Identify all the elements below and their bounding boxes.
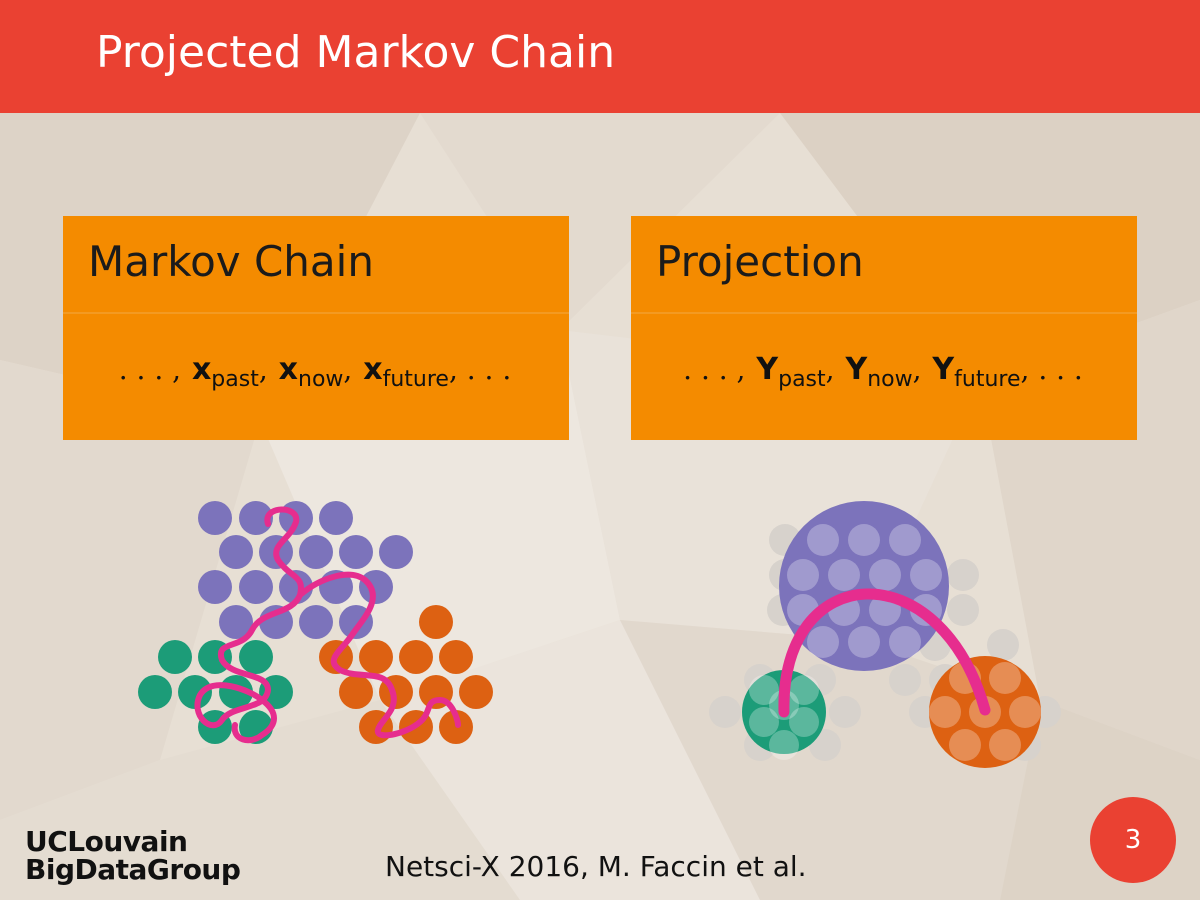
ghost-node xyxy=(947,559,979,591)
subscript-past: past xyxy=(211,367,259,392)
purple-node xyxy=(299,605,333,639)
title-bar: Projected Markov Chain xyxy=(0,0,1200,113)
projection-title: Projection xyxy=(656,237,864,286)
green-inner-node xyxy=(789,707,819,737)
footer-citation: Netsci-X 2016, M. Faccin et al. xyxy=(385,850,807,883)
orange-inner-node xyxy=(989,662,1021,694)
orange-inner-node xyxy=(929,696,961,728)
orange-node xyxy=(419,605,453,639)
orange-node xyxy=(459,675,493,709)
projected-variable: Y xyxy=(756,352,779,387)
orange-node xyxy=(359,640,393,674)
subscript-now: now xyxy=(298,367,344,392)
ghost-node xyxy=(709,696,741,728)
markov-chain-sequence: . . . , xpast, xnow, xfuture, . . . xyxy=(118,352,512,392)
subscript-past: past xyxy=(778,367,826,392)
ghost-node xyxy=(829,696,861,728)
green-inner-node xyxy=(789,675,819,705)
ghost-node xyxy=(987,629,1019,661)
projection-sequence: . . . , Ypast, Ynow, Yfuture, . . . xyxy=(683,352,1083,392)
orange-node xyxy=(339,675,373,709)
purple-inner-node xyxy=(889,626,921,658)
ucl-logo: UCLouvain BigDataGroup xyxy=(25,825,241,886)
green-node xyxy=(178,675,212,709)
page-number-badge: 3 xyxy=(1090,797,1176,883)
purple-cluster xyxy=(779,501,949,671)
purple-node xyxy=(339,535,373,569)
purple-node xyxy=(379,535,413,569)
purple-node xyxy=(198,570,232,604)
purple-inner-node xyxy=(807,626,839,658)
purple-inner-node xyxy=(869,559,901,591)
subscript-future: future xyxy=(954,367,1021,392)
green-inner-node xyxy=(749,707,779,737)
markov-chain-block: Markov Chain . . . , xpast, xnow, xfutur… xyxy=(63,216,569,440)
purple-inner-node xyxy=(787,559,819,591)
projection-block: Projection . . . , Ypast, Ynow, Yfuture,… xyxy=(631,216,1137,440)
markov-chain-graph xyxy=(138,501,493,744)
purple-inner-node xyxy=(828,559,860,591)
random-walk-path xyxy=(194,506,461,744)
logo-line-1: UCLouvain xyxy=(25,825,188,858)
green-node xyxy=(158,640,192,674)
ghost-node xyxy=(947,594,979,626)
orange-node xyxy=(439,640,473,674)
orange-node xyxy=(399,640,433,674)
purple-node xyxy=(319,501,353,535)
orange-inner-node xyxy=(949,729,981,761)
purple-node xyxy=(239,501,273,535)
block-divider xyxy=(63,312,569,314)
purple-node xyxy=(279,570,313,604)
green-inner-node xyxy=(769,730,799,760)
block-divider xyxy=(631,312,1137,314)
subscript-now: now xyxy=(867,367,913,392)
purple-node xyxy=(219,535,253,569)
ghost-node xyxy=(889,664,921,696)
logo-line-2: BigDataGroup xyxy=(25,853,241,886)
orange-inner-node xyxy=(989,729,1021,761)
projected-variable: Y xyxy=(932,352,955,387)
state-variable: x xyxy=(278,352,299,387)
projected-variable: Y xyxy=(845,352,868,387)
orange-inner-node xyxy=(1009,696,1041,728)
purple-node xyxy=(239,570,273,604)
purple-inner-node xyxy=(910,559,942,591)
purple-node xyxy=(359,570,393,604)
purple-node xyxy=(219,605,253,639)
purple-node xyxy=(299,535,333,569)
green-node xyxy=(138,675,172,709)
slide-title: Projected Markov Chain xyxy=(96,27,616,78)
purple-node xyxy=(198,501,232,535)
subscript-future: future xyxy=(382,367,449,392)
projected-transition-path xyxy=(778,588,991,718)
purple-inner-node xyxy=(807,524,839,556)
purple-inner-node xyxy=(848,626,880,658)
green-inner-node xyxy=(749,675,779,705)
state-variable: x xyxy=(363,352,383,387)
purple-inner-node xyxy=(848,524,880,556)
purple-inner-node xyxy=(889,524,921,556)
projected-graph xyxy=(709,501,1061,768)
state-variable: x xyxy=(191,352,212,387)
green-node xyxy=(239,640,273,674)
markov-chain-title: Markov Chain xyxy=(88,237,374,286)
